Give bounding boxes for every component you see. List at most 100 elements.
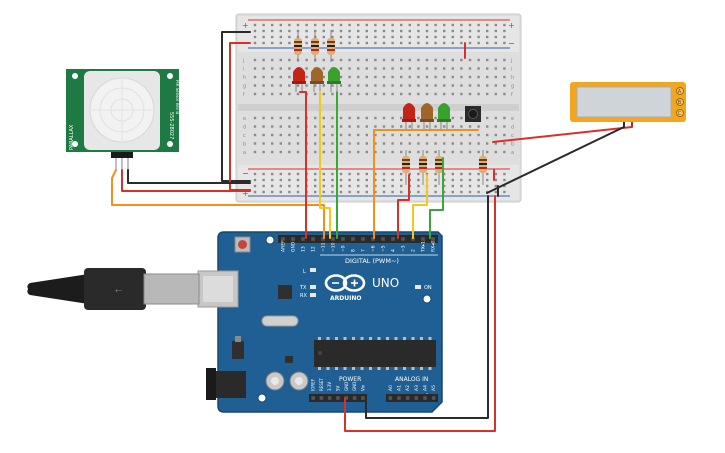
rail-hole xyxy=(494,172,497,176)
digital-pin-label: RX◂0 xyxy=(431,241,437,252)
led-green-right[interactable] xyxy=(437,103,451,130)
bb-hole xyxy=(451,84,454,87)
bb-hole xyxy=(434,75,437,79)
led-red-right[interactable] xyxy=(402,103,416,130)
rail-hole xyxy=(477,184,480,188)
rail-plus-label-bottom: + xyxy=(242,189,249,198)
bb-hole xyxy=(486,92,489,96)
bb-hole xyxy=(417,142,420,145)
usb-cable: ⭠ xyxy=(27,268,200,310)
bb-hole xyxy=(288,133,291,137)
chip-pin xyxy=(369,367,372,370)
bb-hole xyxy=(374,92,377,96)
led-rx xyxy=(310,293,316,297)
wire-yellow-led11[interactable] xyxy=(319,91,331,239)
digital-pin-label: ~10 xyxy=(331,242,337,252)
rail-hole xyxy=(417,172,420,176)
rail-hole xyxy=(382,35,386,39)
capacitor-top xyxy=(271,377,279,385)
lcd-display[interactable]: A B C xyxy=(570,82,686,127)
header-hole xyxy=(291,237,295,241)
rail-hole xyxy=(460,172,463,176)
bb-hole xyxy=(348,92,351,96)
rail-hole xyxy=(339,29,343,33)
pir-label-side: PIR Sensor Rev B xyxy=(175,80,180,114)
rail-hole xyxy=(271,41,274,45)
rail-hole xyxy=(425,41,429,45)
bb-hole xyxy=(443,75,446,79)
wire-lcd-red[interactable] xyxy=(492,126,633,143)
wire-pir-orange[interactable] xyxy=(111,169,325,239)
wire-black-gnd[interactable] xyxy=(365,195,489,419)
capacitor-top xyxy=(295,377,303,385)
rail-hole xyxy=(443,184,446,188)
row-letter: g xyxy=(511,84,514,90)
header-hole xyxy=(336,396,340,400)
bb-hole xyxy=(339,150,343,154)
chip-notch xyxy=(318,351,322,355)
bb-hole xyxy=(357,142,360,145)
wire-red-led4[interactable] xyxy=(397,174,410,239)
led-orange-right[interactable] xyxy=(420,103,434,130)
rail-hole xyxy=(271,172,274,176)
chip-pin xyxy=(411,337,415,340)
bb-hole xyxy=(443,125,446,128)
rail-hole xyxy=(417,41,420,45)
resistor[interactable] xyxy=(327,30,335,62)
resistor[interactable] xyxy=(311,30,319,62)
led-red-top[interactable] xyxy=(292,67,306,92)
bb-hole xyxy=(339,75,343,79)
bb-hole xyxy=(365,75,368,79)
wire-red-5v[interactable] xyxy=(344,195,496,432)
bb-hole xyxy=(262,150,265,154)
bb-hole xyxy=(296,92,300,96)
wire-red-led13[interactable] xyxy=(299,91,307,239)
bb-hole xyxy=(417,150,420,154)
bb-hole xyxy=(460,142,463,145)
resistor[interactable] xyxy=(435,150,443,185)
rail-hole xyxy=(468,35,472,39)
header-hole xyxy=(327,396,332,400)
pir-sensor[interactable]: PARALLAX 555-28027 PIR Sensor Rev B xyxy=(66,69,180,170)
rail-hole xyxy=(262,178,265,182)
rail-hole xyxy=(279,23,282,27)
reset-button-cap[interactable] xyxy=(238,240,247,249)
wire-yellow-led3[interactable] xyxy=(412,174,428,239)
rail-hole xyxy=(425,23,429,27)
bb-hole xyxy=(296,116,300,120)
rail-hole xyxy=(296,190,300,194)
analog-pin-label: A4 xyxy=(423,385,429,391)
resistor[interactable] xyxy=(479,150,487,185)
led-green-top[interactable] xyxy=(327,67,341,92)
bb-hole xyxy=(408,125,411,128)
led-orange-top[interactable] xyxy=(310,67,324,92)
bb-hole xyxy=(271,84,274,87)
wire-pir-black[interactable] xyxy=(127,169,251,184)
rail-hole xyxy=(279,190,282,194)
wire-pir-red[interactable] xyxy=(121,169,251,192)
usb-plug-body xyxy=(84,268,146,310)
rail-hole xyxy=(374,190,377,194)
wire-lcd-black[interactable] xyxy=(486,126,625,194)
resistor[interactable] xyxy=(402,150,410,185)
bb-hole xyxy=(468,150,472,154)
wire-green-led2[interactable] xyxy=(429,157,444,239)
header-hole xyxy=(351,237,355,241)
push-button[interactable] xyxy=(465,106,481,122)
bb-hole xyxy=(382,84,386,87)
resistor[interactable] xyxy=(294,30,302,62)
bb-hole xyxy=(339,67,343,70)
bb-hole xyxy=(279,142,282,145)
resistor[interactable] xyxy=(419,150,427,185)
digital-pin-label: 12 xyxy=(311,246,317,252)
wire-orange-button[interactable] xyxy=(373,129,479,239)
rail-hole xyxy=(477,172,480,176)
power-label: POWER xyxy=(339,376,361,383)
analog-pin-label: A2 xyxy=(405,385,411,391)
bb-hole xyxy=(339,116,343,120)
rail-hole xyxy=(400,184,403,188)
usb-plug-metal xyxy=(143,273,200,305)
wire-black-rail-left[interactable] xyxy=(221,31,251,182)
rail-plus-label-top: + xyxy=(242,21,249,30)
